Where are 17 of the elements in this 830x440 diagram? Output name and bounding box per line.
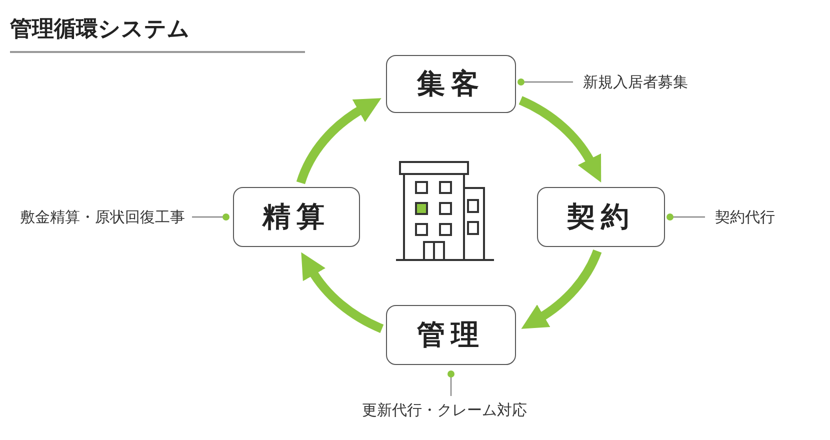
leader-line xyxy=(666,214,705,220)
leader-line xyxy=(448,370,454,396)
service-note: 敷金精算・原状回復工事 xyxy=(20,207,185,227)
diagram-title: 管理循環システム xyxy=(10,16,190,44)
service-note: 更新代行・クレーム対応 xyxy=(362,400,527,420)
leader-line xyxy=(192,214,230,220)
service-note: 契約代行 xyxy=(715,207,775,227)
cycle-arrow xyxy=(296,97,381,184)
cycle-arrow xyxy=(518,96,602,182)
step-box: 管理 xyxy=(386,305,516,365)
step-box: 精算 xyxy=(233,187,360,247)
service-note: 新規入居者募集 xyxy=(583,72,688,92)
step-box: 集客 xyxy=(386,55,516,113)
step-box: 契約 xyxy=(537,187,665,247)
cycle-arrow xyxy=(522,249,602,330)
leader-line xyxy=(518,78,573,86)
cycle-arrow xyxy=(300,252,384,333)
